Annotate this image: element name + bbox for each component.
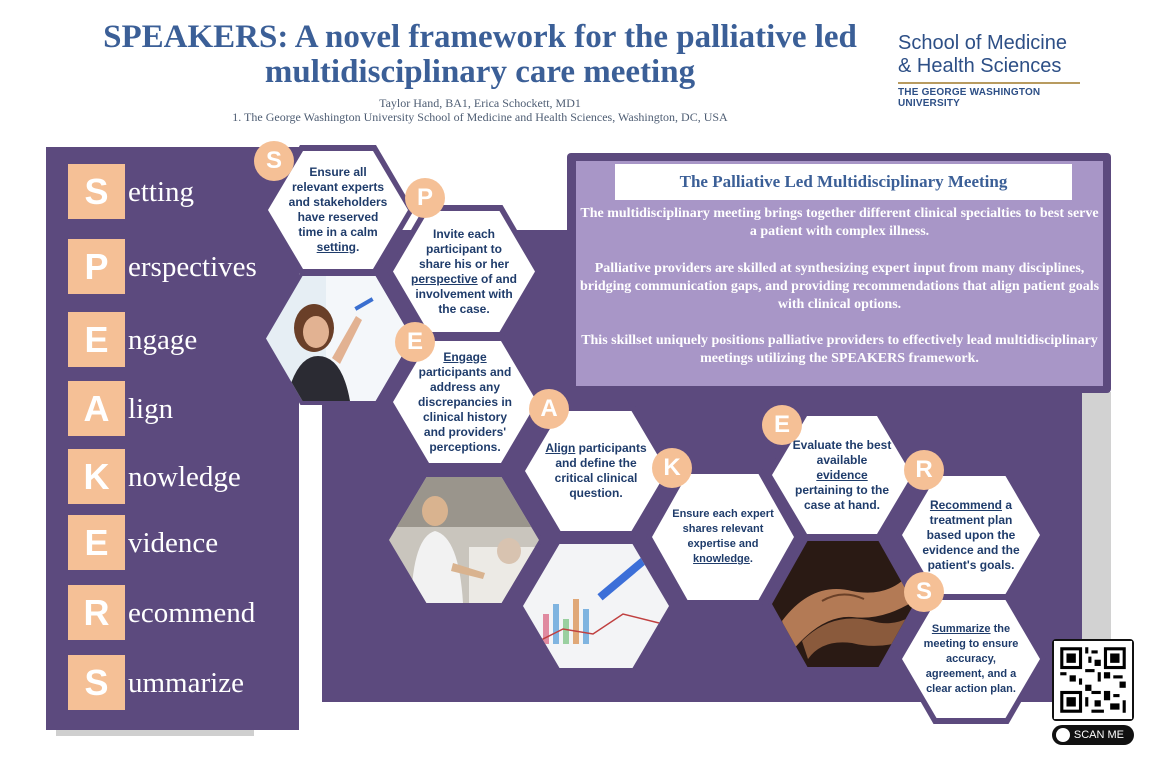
badge-summarize: S bbox=[904, 572, 944, 612]
badge-knowledge: K bbox=[652, 448, 692, 488]
authors: Taylor Hand, BA1, Erica Schockett, MD1 bbox=[379, 96, 581, 110]
acronym-word: ecommend bbox=[128, 597, 256, 629]
hex-align: Align participants and define the critic… bbox=[525, 411, 667, 531]
info-paragraph-3: This skillset uniquely positions palliat… bbox=[581, 333, 1098, 366]
affiliation: 1. The George Washington University Scho… bbox=[232, 110, 728, 124]
logo-line-2: & Health Sciences bbox=[898, 55, 1062, 77]
acronym-word: ngage bbox=[128, 324, 198, 356]
badge-evidence: E bbox=[762, 405, 802, 445]
acronym-word: lign bbox=[128, 393, 174, 425]
acronym-letter: E bbox=[68, 312, 125, 367]
hex-knowledge-text: Ensure each expert shares relevant exper… bbox=[672, 508, 774, 565]
scan-me-button[interactable]: SCAN ME bbox=[1052, 725, 1134, 745]
hex-setting: Ensure all relevant experts and stakehol… bbox=[268, 151, 408, 269]
photo-holding-hands bbox=[772, 541, 914, 667]
acronym-letter: P bbox=[68, 239, 125, 294]
poster-title: SPEAKERS: A novel framework for the pall… bbox=[40, 20, 920, 90]
acronym-word: erspectives bbox=[128, 251, 257, 283]
acronym-word: nowledge bbox=[128, 461, 241, 493]
hex-engage-text: Engage participants and address any disc… bbox=[417, 349, 513, 454]
acronym-letter: S bbox=[68, 164, 125, 219]
badge-engage: E bbox=[395, 322, 435, 362]
info-paragraph-2: Palliative providers are skilled at synt… bbox=[579, 261, 1100, 312]
badge-setting: S bbox=[254, 141, 294, 181]
hex-knowledge: Ensure each expert shares relevant exper… bbox=[652, 474, 794, 600]
logo-divider bbox=[898, 82, 1080, 84]
university-logo: School of Medicine & Health Sciences THE… bbox=[898, 32, 1082, 109]
hex-evidence-text: Evaluate the best available evidence per… bbox=[792, 437, 892, 512]
acronym-letter: S bbox=[68, 655, 125, 710]
qr-code-icon bbox=[1054, 641, 1132, 719]
logo-line-1: School of Medicine bbox=[898, 32, 1067, 54]
qr-code[interactable] bbox=[1052, 639, 1134, 721]
acronym-letter: R bbox=[68, 585, 125, 640]
hex-recommend-text: Recommend a treatment plan based upon th… bbox=[922, 497, 1020, 572]
acronym-letter: K bbox=[68, 449, 125, 504]
logo-university-name: THE GEORGE WASHINGTON UNIVERSITY bbox=[898, 87, 1041, 109]
acronym-word: vidence bbox=[128, 527, 219, 559]
hex-setting-text: Ensure all relevant experts and stakehol… bbox=[288, 165, 388, 254]
acronym-letter: E bbox=[68, 515, 125, 570]
info-box-title: The Palliative Led Multidisciplinary Mee… bbox=[615, 164, 1072, 200]
hex-engage: Engage participants and address any disc… bbox=[393, 341, 537, 463]
pointer-icon bbox=[1056, 728, 1070, 742]
hex-perspective-text: Invite each participant to share his or … bbox=[410, 226, 518, 316]
hex-align-text: Align participants and define the critic… bbox=[545, 441, 647, 500]
badge-perspective: P bbox=[405, 178, 445, 218]
acronym-letter: A bbox=[68, 381, 125, 436]
badge-align: A bbox=[529, 389, 569, 429]
info-paragraph-1: The multidisciplinary meeting brings tog… bbox=[580, 206, 1099, 239]
hex-summarize-text: Summarize the meeting to ensure accuracy… bbox=[923, 622, 1019, 695]
acronym-word: ummarize bbox=[128, 667, 244, 699]
title-line-2: multidisciplinary care meeting bbox=[264, 54, 696, 90]
scan-me-label: SCAN ME bbox=[1073, 729, 1124, 741]
hex-summarize: Summarize the meeting to ensure accuracy… bbox=[902, 600, 1040, 718]
badge-recommend: R bbox=[904, 450, 944, 490]
speakers-acronym-panel bbox=[46, 147, 299, 730]
title-line-1: SPEAKERS: A novel framework for the pall… bbox=[103, 19, 857, 55]
acronym-word: etting bbox=[128, 176, 195, 208]
